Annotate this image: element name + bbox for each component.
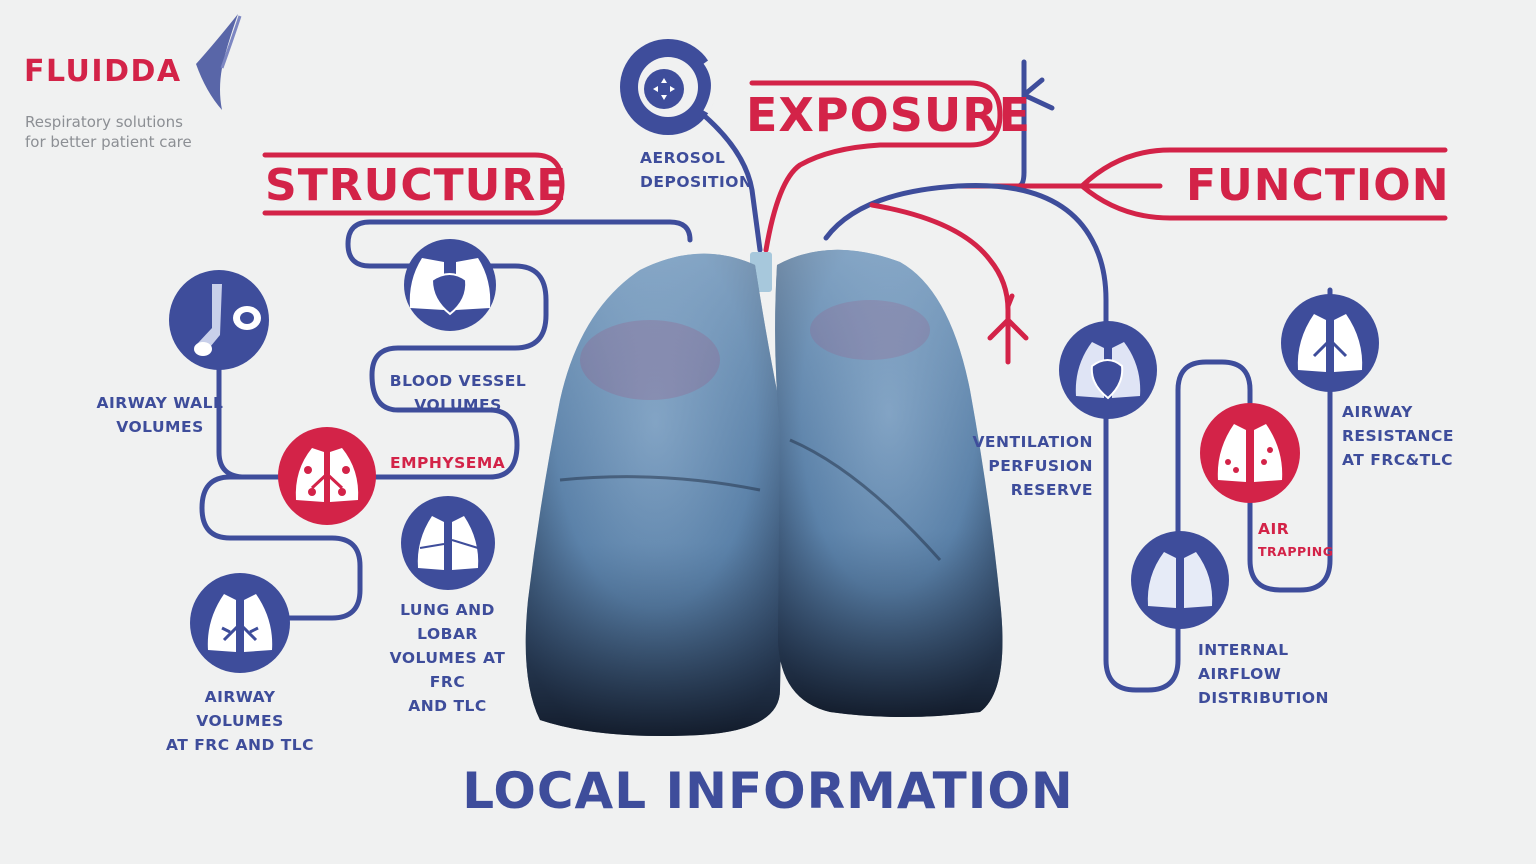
airflow-lungs-icon [1131,531,1229,629]
trapping-label: TRAPPING [1258,544,1334,559]
fluidda-logo-mark [196,14,242,110]
lungs-illustration [525,249,1003,737]
emphysema-label: EMPHYSEMA [390,454,506,472]
emphysema-lungs-icon [278,427,376,525]
airway-wall-label: AIRWAY WALL VOLUMES [96,394,224,436]
lung-lobar-volumes-label: LUNG AND LOBAR VOLUMES AT FRC AND TLC [389,601,506,715]
heart-lungs-icon [404,239,496,331]
aerosol-deposition-label: AEROSOL DEPOSITION [640,149,753,191]
aerosol-deposition-icon [620,39,717,135]
ventilation-perfusion-icon [1059,321,1157,419]
air-label: AIR [1258,520,1290,538]
connector-lines [199,59,1448,693]
function-heading: FUNCTION [1186,160,1450,211]
exposure-heading: EXPOSURE [746,88,1032,142]
local-information-title: LOCAL INFORMATION [462,762,1074,820]
airway-volumes-label: AIRWAY VOLUMES AT FRC AND TLC [165,688,315,754]
internal-airflow-label: INTERNAL AIRFLOW DISTRIBUTION [1198,641,1329,707]
airway-tree-icon [190,573,290,673]
brand-name: FLUIDDA [24,54,182,89]
airway-resistance-icon [1281,294,1379,392]
structure-heading: STRUCTURE [265,160,568,211]
air-trapping-icon [1200,403,1300,503]
airway-wall-icon [169,270,269,370]
blood-vessel-label: BLOOD VESSEL VOLUMES [389,372,527,414]
brand-tagline: Respiratory solutions for better patient… [25,113,192,151]
ventilation-perfusion-label: VENTILATION PERFUSION RESERVE [972,433,1093,499]
airway-resistance-label: AIRWAY RESISTANCE AT FRC&TLC [1342,403,1454,469]
lobar-lungs-icon [401,496,495,590]
